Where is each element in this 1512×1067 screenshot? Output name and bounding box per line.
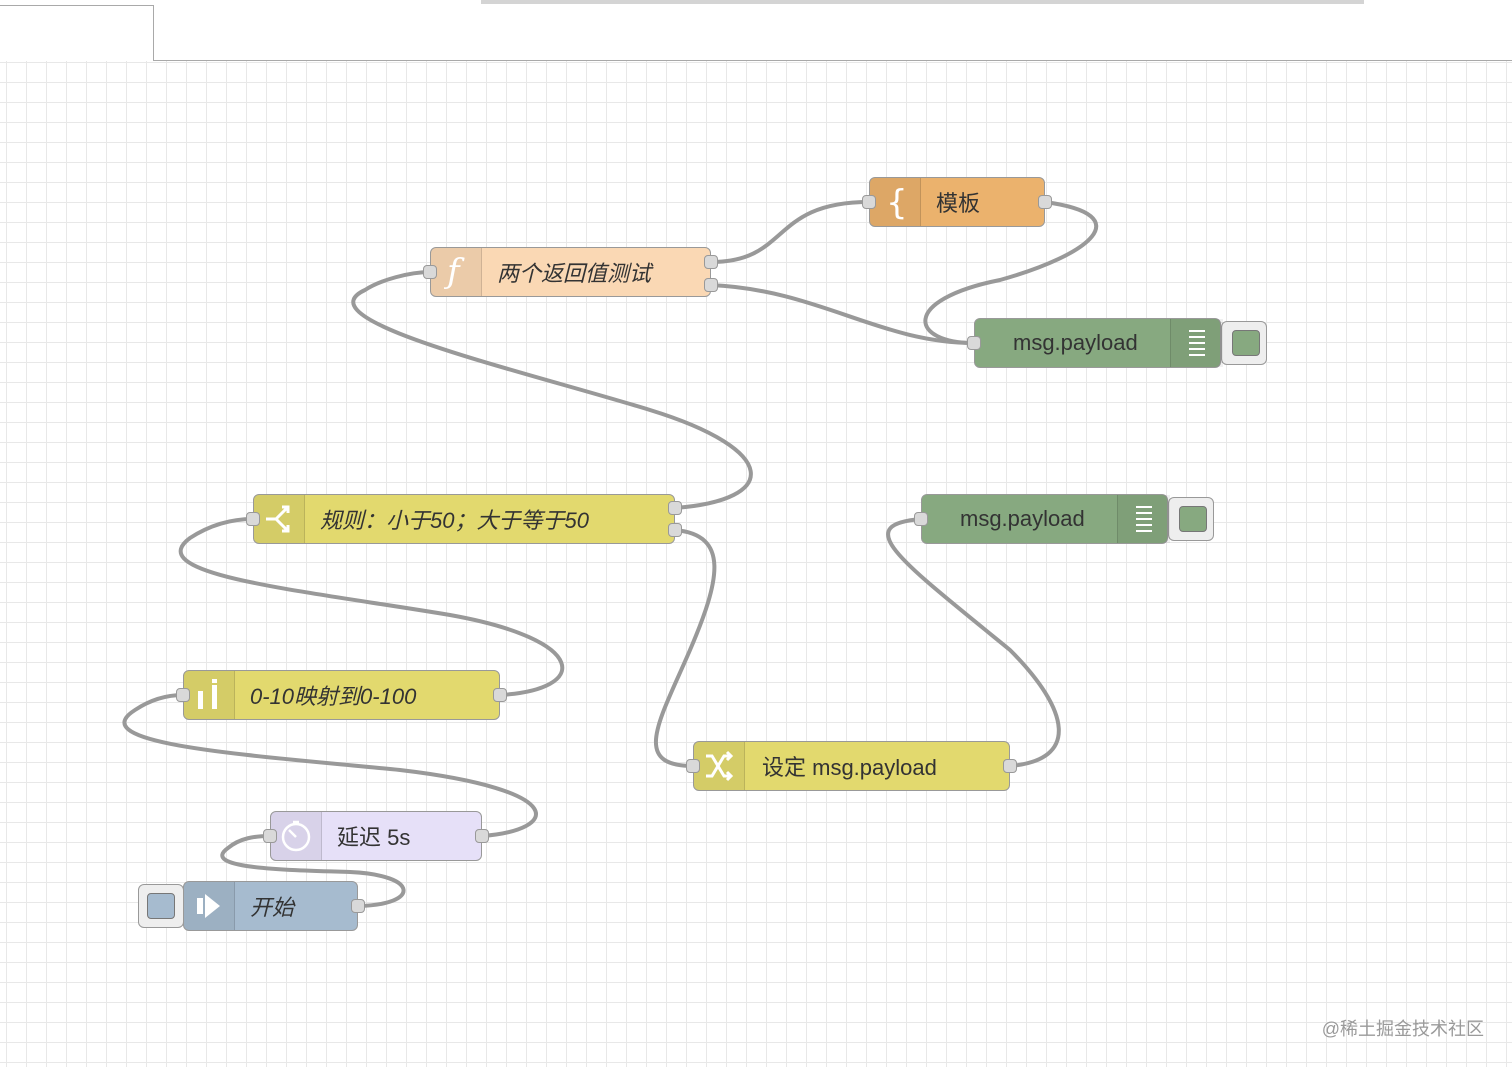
input-port[interactable] xyxy=(263,829,277,843)
template-node[interactable]: { 模板 xyxy=(869,177,1045,227)
switch-icon xyxy=(254,495,305,543)
svg-text:{: { xyxy=(886,184,908,220)
wire-change-to-debug[interactable] xyxy=(886,517,1061,768)
watermark: @稀土掘金技术社区 xyxy=(1321,1019,1484,1039)
node-label: msg.payload xyxy=(960,506,1085,531)
node-label: 设定 msg.payload xyxy=(762,755,937,780)
output-port-2[interactable] xyxy=(668,523,682,537)
input-port[interactable] xyxy=(967,336,981,350)
debug-toggle-indicator xyxy=(1232,330,1260,356)
wire-template-to-debug[interactable] xyxy=(923,200,1099,345)
wire-range-to-switch[interactable] xyxy=(178,517,565,697)
timer-icon xyxy=(271,812,322,860)
horizontal-scrollbar[interactable] xyxy=(481,0,1364,4)
node-label: 模板 xyxy=(936,191,981,216)
inject-trigger-indicator xyxy=(147,893,175,919)
svg-text:ƒ: ƒ xyxy=(444,254,465,290)
node-label: 两个返回值测试 xyxy=(497,261,652,286)
inject-arrow-icon xyxy=(184,882,235,930)
template-brace-icon: { xyxy=(870,178,921,226)
editor-header xyxy=(0,0,1512,62)
debug-toggle-button[interactable] xyxy=(1168,497,1214,541)
input-port[interactable] xyxy=(914,512,928,526)
function-node[interactable]: ƒ 两个返回值测试 xyxy=(430,247,711,297)
input-port[interactable] xyxy=(862,195,876,209)
input-port[interactable] xyxy=(176,688,190,702)
debug-list-icon xyxy=(1117,495,1170,543)
node-label: 延迟 5s xyxy=(337,825,411,850)
wire-switch-to-function[interactable] xyxy=(351,270,753,510)
debug-node[interactable]: msg.payload xyxy=(921,494,1170,544)
flow-tab[interactable] xyxy=(0,5,154,62)
wire-inject-to-delay[interactable] xyxy=(220,834,406,908)
inject-node[interactable]: 开始 xyxy=(183,881,358,931)
node-label: 0-10映射到0-100 xyxy=(250,684,417,709)
output-port-1[interactable] xyxy=(704,255,718,269)
inject-trigger-button[interactable] xyxy=(138,884,184,928)
change-node[interactable]: 设定 msg.payload xyxy=(693,741,1010,791)
switch-node[interactable]: 规则：小于50；大于等于50 xyxy=(253,494,675,544)
output-port-2[interactable] xyxy=(704,278,718,292)
range-node[interactable]: 0-10映射到0-100 xyxy=(183,670,500,720)
wire-delay-to-range[interactable] xyxy=(122,693,538,838)
range-icon xyxy=(184,671,235,719)
function-icon: ƒ xyxy=(431,248,482,296)
node-label: 规则：小于50；大于等于50 xyxy=(320,508,589,533)
output-port[interactable] xyxy=(351,899,365,913)
node-label: 开始 xyxy=(250,895,295,920)
output-port[interactable] xyxy=(1038,195,1052,209)
input-port[interactable] xyxy=(246,512,260,526)
wire-switch-to-change[interactable] xyxy=(653,528,717,768)
input-port[interactable] xyxy=(686,759,700,773)
debug-toggle-button[interactable] xyxy=(1221,321,1267,365)
debug-toggle-indicator xyxy=(1179,506,1207,532)
output-port[interactable] xyxy=(475,829,489,843)
wire-function-to-debug[interactable] xyxy=(709,283,976,345)
output-port[interactable] xyxy=(493,688,507,702)
input-port[interactable] xyxy=(423,265,437,279)
wire-function-to-template[interactable] xyxy=(709,200,871,264)
delay-node[interactable]: 延迟 5s xyxy=(270,811,482,861)
output-port[interactable] xyxy=(1003,759,1017,773)
output-port-1[interactable] xyxy=(668,501,682,515)
debug-list-icon xyxy=(1170,319,1223,367)
node-label: msg.payload xyxy=(1013,330,1138,355)
debug-node[interactable]: msg.payload xyxy=(974,318,1223,368)
shuffle-icon xyxy=(694,742,745,790)
